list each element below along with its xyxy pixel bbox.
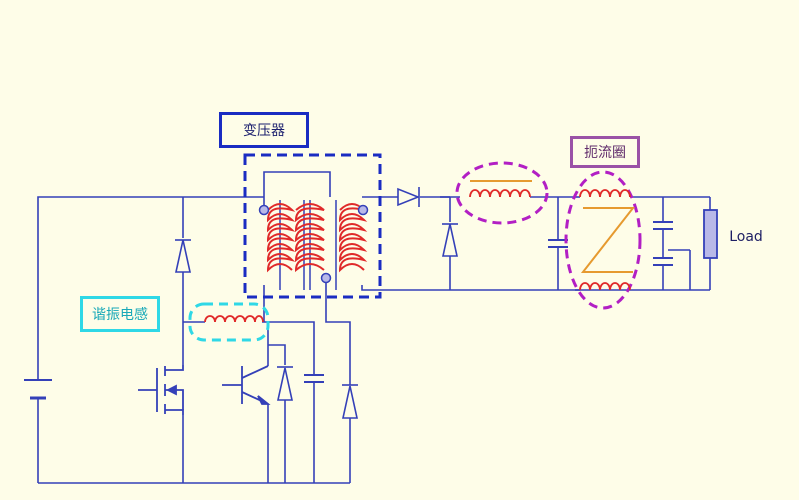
polarity-dots bbox=[258, 204, 369, 284]
diode-freewheel bbox=[442, 223, 458, 257]
load-label: Load bbox=[729, 229, 763, 245]
capacitors bbox=[304, 221, 673, 383]
resonant-inductor-label: 谐振电感 bbox=[80, 296, 160, 332]
mosfet-switch bbox=[138, 365, 184, 415]
resonant-inductor bbox=[188, 302, 270, 342]
dc-source bbox=[24, 379, 52, 400]
transformer-label: 变压器 bbox=[219, 112, 309, 148]
choke-label: 扼流圈 bbox=[570, 136, 640, 168]
diode-snubber-a bbox=[277, 366, 293, 401]
transformer-windings bbox=[266, 203, 368, 273]
common-mode-choke bbox=[564, 170, 642, 310]
transformer bbox=[243, 153, 382, 299]
diode-snubber-b bbox=[342, 384, 358, 419]
bjt-transistor bbox=[222, 365, 271, 405]
diode-rectifier bbox=[397, 187, 421, 207]
wiring bbox=[37, 171, 711, 484]
top-rail bbox=[37, 196, 264, 380]
load-resistor bbox=[703, 209, 718, 259]
output-inductor bbox=[455, 161, 549, 225]
diode-clamp-left bbox=[175, 239, 191, 273]
transformer-outline bbox=[243, 153, 382, 299]
